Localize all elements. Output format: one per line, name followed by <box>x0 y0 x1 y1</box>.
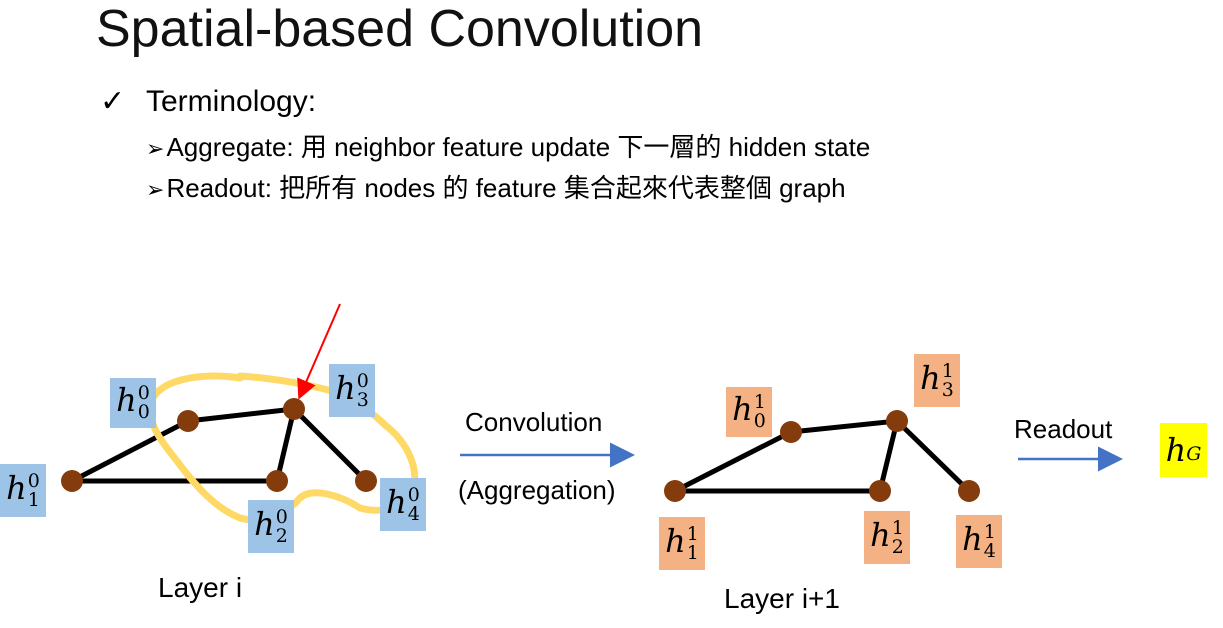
bullet-terminology: ✓ Terminology: <box>100 80 316 124</box>
layer-i1-edges <box>672 418 972 494</box>
node-4 <box>355 470 377 492</box>
edge-1-0 <box>69 418 191 484</box>
node-4 <box>958 480 980 502</box>
edge-3-4 <box>291 406 369 484</box>
sub-item-aggregate: ➢Aggregate: 用 neighbor feature update 下一… <box>146 130 870 166</box>
arrow-bullet-icon: ➢ <box>146 136 165 161</box>
layer-i1-nodes <box>664 410 980 502</box>
edge-2-3 <box>274 406 297 484</box>
sub-item-text: Aggregate: 用 neighbor feature update 下一層… <box>166 132 871 162</box>
node-0 <box>780 421 802 443</box>
arrow-bullet-icon: ➢ <box>146 177 165 202</box>
convolution-label: Convolution <box>465 407 603 437</box>
node-3 <box>283 398 305 420</box>
node-1 <box>61 470 83 492</box>
node-2 <box>266 470 288 492</box>
aggregation-label: (Aggregation) <box>458 475 616 505</box>
layer-i-caption: Layer i <box>158 572 243 603</box>
node-3 <box>886 410 908 432</box>
pointer-arrow <box>297 303 341 400</box>
bullet-text: Terminology: <box>146 85 317 118</box>
edge-2-3 <box>877 418 900 494</box>
layer-i-nodes <box>61 398 377 492</box>
sub-item-readout: ➢Readout: 把所有 nodes 的 feature 集合起來代表整個 g… <box>146 171 846 207</box>
edge-1-0 <box>672 429 794 494</box>
node-2 <box>869 480 891 502</box>
node-0 <box>177 410 199 432</box>
check-icon: ✓ <box>100 85 126 118</box>
readout-label: Readout <box>1014 414 1113 444</box>
sub-item-text: Readout: 把所有 nodes 的 feature 集合起來代表整個 gr… <box>166 173 846 203</box>
layer-i1-caption: Layer i+1 <box>724 583 840 614</box>
page-title: Spatial-based Convolution <box>96 0 704 58</box>
edge-0-3 <box>788 418 900 435</box>
node-1 <box>664 480 686 502</box>
edge-3-4 <box>894 418 972 494</box>
layer-i-edges <box>69 406 369 484</box>
edge-0-3 <box>185 406 297 424</box>
